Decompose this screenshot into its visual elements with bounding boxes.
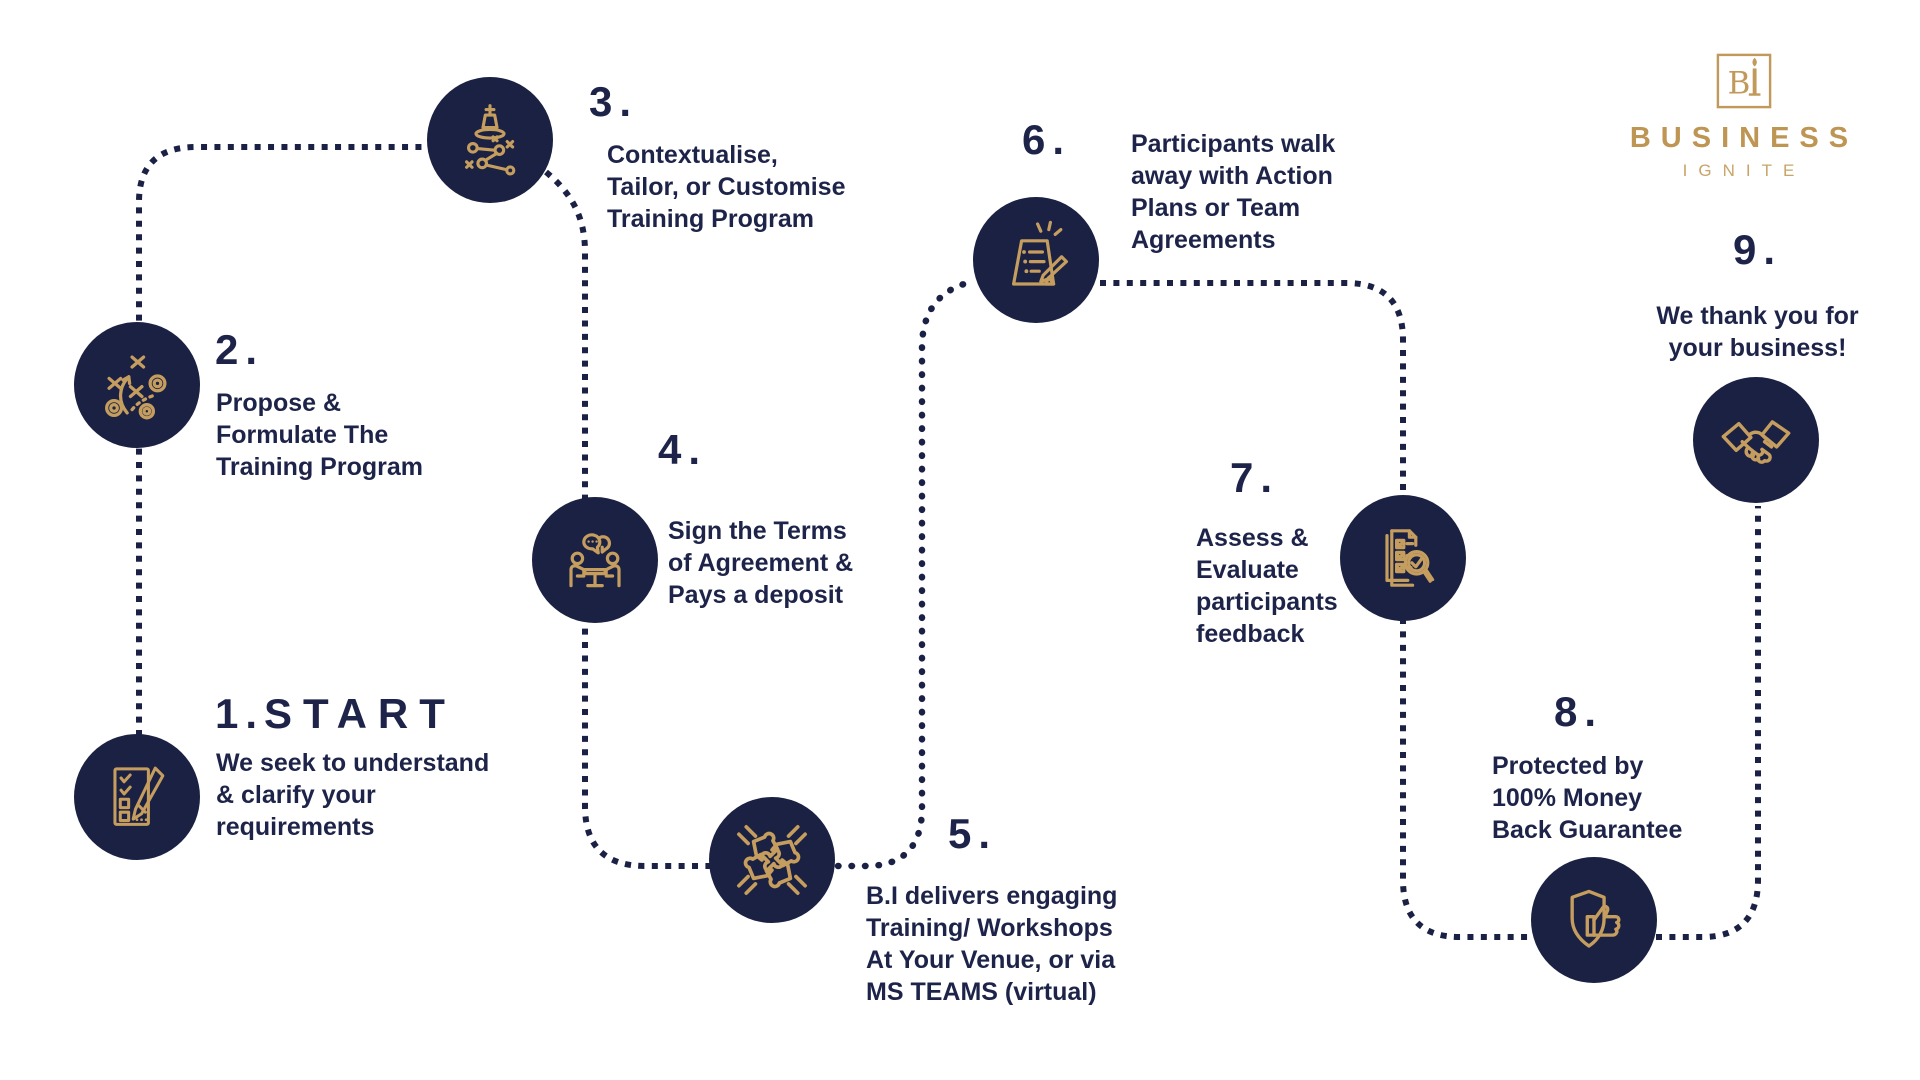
meeting-agreement-icon xyxy=(569,533,621,588)
step-6-circle xyxy=(973,197,1099,323)
step-3-description: Contextualise, Tailor, or Customise Trai… xyxy=(607,141,846,233)
step-6-number: 6. xyxy=(1022,116,1072,163)
step-6-description: Participants walk away with Action Plans… xyxy=(1131,130,1336,254)
step-9-number: 9. xyxy=(1732,226,1783,273)
chess-strategy-icon xyxy=(465,104,516,176)
svg-text:B: B xyxy=(1728,66,1751,102)
action-plan-icon xyxy=(1012,220,1068,286)
step-9-description: We thank you for your business! xyxy=(1656,302,1859,362)
step-7-description: Assess & Evaluate participants feedback xyxy=(1196,524,1338,648)
business-ignite-logo: B BUSINESS IGNITE xyxy=(1594,52,1894,181)
step-2-description: Propose & Formulate The Training Program xyxy=(216,389,423,481)
step-2-number: 2. xyxy=(215,326,265,373)
logo-subtitle: IGNITE xyxy=(1682,161,1806,180)
step-3-circle xyxy=(427,77,553,203)
checklist-pencil-icon xyxy=(113,766,165,826)
step-1-circle xyxy=(74,734,200,860)
step-9-circle xyxy=(1693,377,1819,503)
bi-monogram-icon: B xyxy=(1716,53,1772,109)
tactics-plan-icon xyxy=(105,355,167,420)
step-1-description: We seek to understand & clarify your req… xyxy=(216,749,490,841)
step-8-number: 8. xyxy=(1554,688,1604,735)
step-5-description: B.I delivers engaging Training/ Workshop… xyxy=(866,882,1118,1006)
step-1-title: START xyxy=(264,690,456,737)
handshake-icon xyxy=(1721,420,1791,464)
step-8-circle xyxy=(1531,857,1657,983)
step-2-circle xyxy=(74,322,200,448)
shield-thumbs-up-icon xyxy=(1570,889,1621,948)
teamwork-puzzle-icon xyxy=(737,825,807,895)
step-7-number: 7. xyxy=(1230,454,1280,501)
step-4-description: Sign the Terms of Agreement & Pays a dep… xyxy=(668,517,854,609)
step-5-number: 5. xyxy=(948,810,998,857)
step-8-description: Protected by 100% Money Back Guarantee xyxy=(1492,752,1683,844)
step-4-circle xyxy=(532,497,658,623)
step-3-number: 3. xyxy=(589,78,639,125)
evaluate-feedback-icon xyxy=(1385,529,1435,587)
logo-title: BUSINESS xyxy=(1629,122,1859,154)
step-5-circle xyxy=(709,797,835,923)
step-4-number: 4. xyxy=(658,426,708,473)
step-7-circle xyxy=(1340,495,1466,621)
step-1-number: 1.START xyxy=(215,690,456,737)
